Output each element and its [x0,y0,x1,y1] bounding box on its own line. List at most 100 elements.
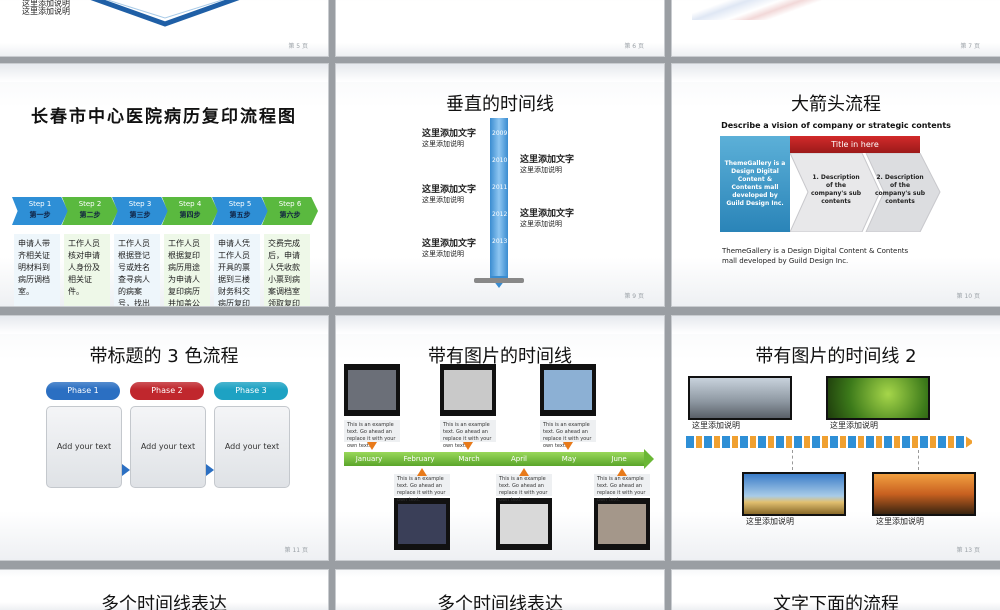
orange-arrow-icon [417,468,427,476]
slide-7[interactable]: 第 7 页 [672,0,1000,56]
year-label: 2012 [492,211,508,218]
slide-header-bar [336,64,664,82]
photo-plant [826,376,930,420]
slide-5[interactable]: 这里添加说明 这里添加说明 第 5 页 [0,0,328,56]
caption-line-2: 这里添加说明 [22,7,70,16]
slide-6[interactable]: 第 6 页 [336,0,664,56]
month-label: February [403,455,435,463]
step-label: Step 5 [228,200,252,208]
item-title: 这里添加文字 [422,239,477,249]
orange-arrow-icon [617,468,627,476]
step-description: 工作人员根据复印病历用途为申请人复印病历并加盖公章。 [164,234,210,306]
month-label: April [511,455,527,463]
film-note: This is an example text. Go ahead an rep… [394,474,450,503]
page-number: 第 11 页 [284,547,308,554]
timeline-left-1: 这里添加文字这里添加说明 [422,126,476,149]
year-label: 2009 [492,130,508,137]
connector-line [792,450,794,470]
timeline-right-1: 这里添加文字这里添加说明 [520,152,574,175]
slide-title: 带标题的 3 色流程 [89,346,239,367]
slide-title: 多个时间线表达 [101,594,227,610]
phase-header: Phase 3 [214,382,288,400]
month-label: June [611,455,627,463]
arrow-content-1: 1. Description of the company's sub cont… [810,174,862,205]
film-photo [540,364,596,416]
year-label: 2013 [492,238,508,245]
page-number: 第 6 页 [624,43,644,50]
film-photo [594,498,650,550]
slide-13[interactable]: 带有图片的时间线 2 这里添加说明 这里添加说明 这里添加说明 这里添加说明 第… [672,316,1000,560]
item-title: 这里添加文字 [422,129,477,139]
item-desc: 这里添加说明 [520,220,562,228]
year-label: 2011 [492,184,508,191]
step-cn-label: 第五步 [229,211,251,219]
chevron-strip [686,436,974,448]
year-label: 2010 [492,157,508,164]
timeline-right-2: 这里添加文字这里添加说明 [520,206,574,229]
orange-arrow-icon [367,442,377,450]
slide-title: 带有图片的时间线 [428,346,572,367]
step-description: 申请人带齐相关证明材料到病历调档室。 [14,234,60,306]
item-title: 这里添加文字 [520,209,575,219]
film-photo [440,364,496,416]
phase-panel: Add your text [130,406,206,488]
timeline-left-3: 这里添加文字这里添加说明 [422,236,476,259]
intro-box-text: ThemeGallery is a Design Digital Content… [724,160,786,207]
slide-header-bar [672,316,1000,334]
item-desc: 这里添加说明 [520,166,562,174]
slide-header-bar [0,316,328,334]
film-photo [344,364,400,416]
arrow-content-2: 2. Description of the company's sub cont… [874,174,926,205]
slide-title: 多个时间线表达 [437,594,563,610]
step-description: 申请人凭工作人员开具的票据到三楼财务科交病历复印费。 [214,234,260,306]
slide-title: 垂直的时间线 [446,94,554,115]
step-cn-label: 第一步 [29,211,51,219]
item-desc: 这里添加说明 [422,250,464,258]
slide-header-bar [0,64,328,82]
arrow-body [789,152,942,233]
timeline-base [474,278,524,283]
arrow-header: Title in here [790,136,920,153]
step-cn-label: 第三步 [129,211,151,219]
film-note: This is an example text. Go ahead an rep… [594,474,650,503]
month-label: May [561,455,577,463]
month-label: March [458,455,480,463]
step-cn-label: 第四步 [179,211,201,219]
slide-12[interactable]: 带有图片的时间线 January February March April May Jun… [336,316,664,560]
slide-10[interactable]: 大箭头流程 Describe a vision of company or st… [672,64,1000,306]
slide-14[interactable]: 多个时间线表达 [0,570,328,610]
step-description: 工作人员根据登记号或姓名查寻病人的病案号，找出病历。 [114,234,160,306]
photo-caption: 这里添加说明 [876,517,924,526]
film-note: This is an example text. Go ahead an rep… [496,474,552,503]
intro-box [720,136,790,232]
film-note: This is an example text. Go ahead an rep… [440,420,496,449]
connector-line [918,450,920,470]
slide-title: 带有图片的时间线 2 [755,346,917,367]
phase-arrow [206,464,214,476]
step-cn-label: 第六步 [279,211,301,219]
page-number: 第 10 页 [956,293,980,300]
film-photo [496,498,552,550]
photo-caption: 这里添加说明 [692,421,740,430]
slide-15[interactable]: 多个时间线表达 [336,570,664,610]
slide-subtitle: Describe a vision of company or strategi… [721,121,951,130]
film-note: This is an example text. Go ahead an rep… [540,420,596,449]
film-photo [394,498,450,550]
item-desc: 这里添加说明 [422,196,464,204]
item-title: 这里添加文字 [422,185,477,195]
chevron-graphic [70,0,260,30]
slide-title: 长春市中心医院病历复印流程图 [31,107,297,127]
month-label: January [355,455,383,463]
slide-16[interactable]: 文字下面的流程 [672,570,1000,610]
orange-arrow-icon [519,468,529,476]
timeline-left-2: 这里添加文字这里添加说明 [422,182,476,205]
phase-panel: Add your text [46,406,122,488]
